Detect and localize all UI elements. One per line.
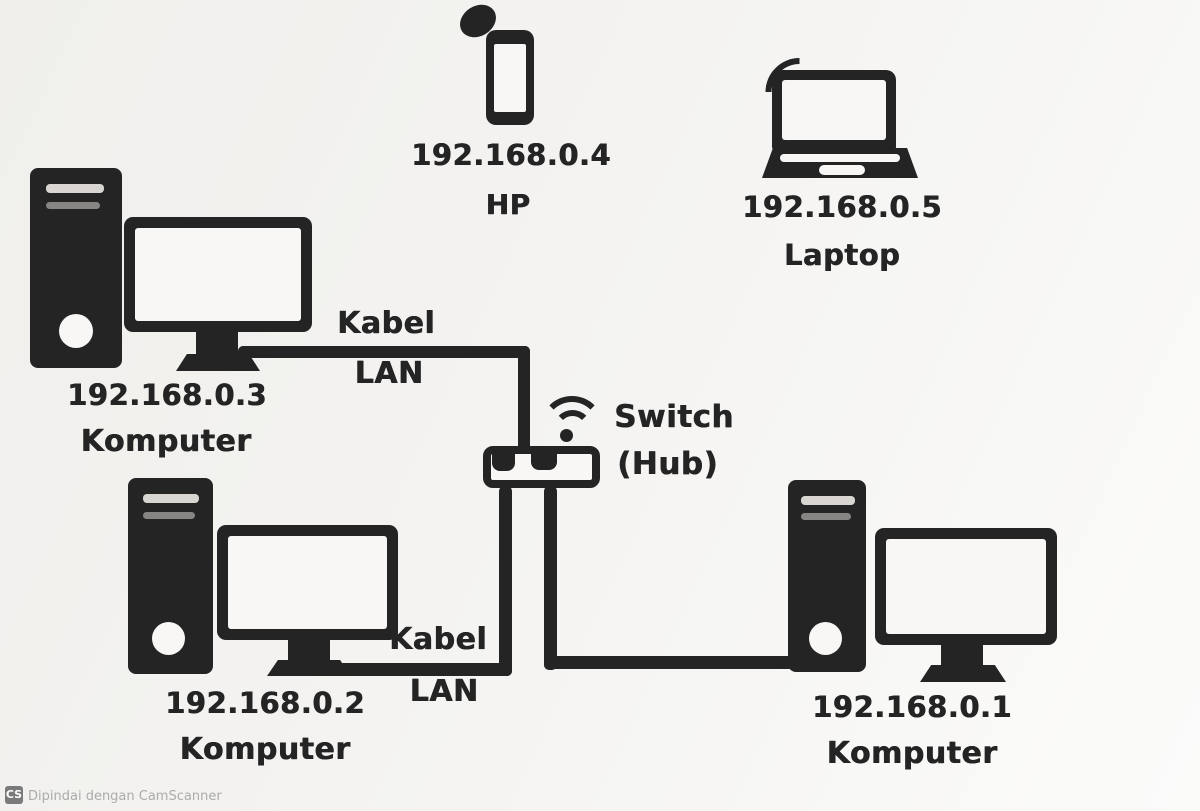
drive-slot: [46, 202, 100, 209]
monitor-stand: [288, 640, 330, 662]
device-name-label: Komputer: [179, 732, 351, 767]
cable-label-lan-bottom: LAN: [409, 674, 479, 709]
wifi-arc-inner: [553, 410, 592, 449]
lan-cable-bottomleft-horizontal: [338, 663, 512, 676]
lan-cable-bottomleft-vertical: [499, 486, 512, 676]
device-name-label: Komputer: [826, 736, 998, 771]
drive-slot: [801, 513, 851, 520]
smartphone-icon: [486, 30, 534, 125]
ip-address-label: 192.168.0.5: [742, 190, 942, 224]
power-button: [59, 314, 93, 348]
laptop-base: [762, 148, 918, 178]
lan-cable-top-horizontal: [238, 346, 530, 358]
desktop-tower-icon: [788, 480, 866, 672]
monitor-base: [267, 660, 351, 676]
desktop-tower-icon: [30, 168, 122, 368]
wifi-dot: [560, 429, 573, 442]
switch-label-line1: Switch: [614, 399, 734, 435]
cable-label-lan-top: LAN: [354, 356, 424, 391]
drive-slot: [143, 494, 199, 503]
device-name-label: Komputer: [80, 424, 252, 459]
monitor-icon: [217, 525, 398, 640]
power-button: [809, 622, 842, 655]
drive-slot: [46, 184, 104, 193]
monitor-icon: [124, 217, 312, 332]
lan-cable-bottomright-vertical: [544, 486, 557, 670]
smartphone-screen: [494, 44, 526, 112]
monitor-stand: [941, 645, 983, 667]
laptop-screen: [782, 80, 886, 140]
lan-cable-top-vertical: [518, 346, 530, 458]
camscanner-badge: CS: [5, 786, 23, 804]
switch-port: [531, 452, 557, 470]
device-name-label: Laptop: [783, 238, 901, 272]
cable-label-kabel-bottom: Kabel: [388, 622, 488, 657]
switch-port: [492, 452, 515, 471]
desktop-tower-icon: [128, 478, 213, 674]
ip-address-label: 192.168.0.4: [411, 138, 611, 172]
switch-label-line2: (Hub): [617, 446, 719, 482]
monitor-icon: [875, 528, 1057, 645]
ip-address-label: 192.168.0.1: [812, 690, 1012, 724]
laptop-keyboard-stripe: [780, 154, 900, 162]
lan-cable-bottomright-horizontal: [544, 656, 794, 669]
monitor-base: [920, 665, 1006, 682]
monitor-screen: [135, 228, 301, 321]
cable-label-kabel-top: Kabel: [336, 306, 436, 341]
monitor-screen: [228, 536, 387, 629]
drive-slot: [801, 496, 855, 505]
monitor-screen: [886, 539, 1046, 634]
monitor-base: [176, 354, 260, 371]
device-name-label: HP: [485, 188, 531, 221]
ip-address-label: 192.168.0.3: [67, 378, 267, 412]
power-button: [152, 622, 185, 655]
ip-address-label: 192.168.0.2: [165, 686, 365, 720]
laptop-touchpad: [819, 165, 865, 175]
drive-slot: [143, 512, 195, 519]
wifi-arc-outer: [540, 396, 604, 460]
camscanner-text: Dipindai dengan CamScanner: [28, 789, 222, 804]
laptop-icon: [772, 70, 896, 150]
monitor-stand: [196, 332, 238, 356]
